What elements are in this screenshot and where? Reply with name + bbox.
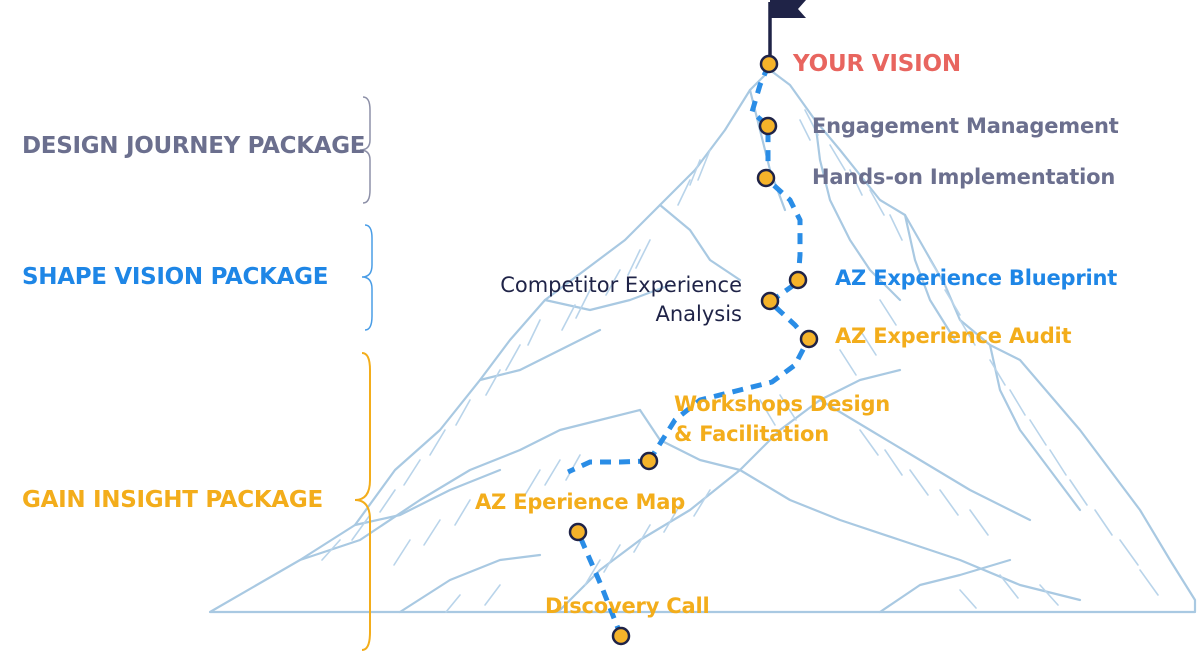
milestone-dot-icon bbox=[788, 270, 808, 290]
competitor-experience-analysis-label: Competitor Experience Analysis bbox=[490, 271, 742, 329]
discovery-call-label: Discovery Call bbox=[545, 594, 710, 618]
milestone-nodes bbox=[568, 54, 819, 646]
flag-icon bbox=[768, 0, 806, 60]
hands-on-implementation-label: Hands-on Implementation bbox=[812, 165, 1116, 189]
az-experience-audit-label: AZ Experience Audit bbox=[835, 324, 1072, 348]
milestone-dot-icon bbox=[799, 329, 819, 349]
curly-brace-icon bbox=[361, 224, 373, 331]
journey-path bbox=[566, 63, 812, 637]
competitor-line-2: Analysis bbox=[655, 302, 742, 326]
workshops-design-label: Workshops Design & Facilitation bbox=[674, 389, 890, 449]
az-experience-map-label: AZ Eperience Map bbox=[475, 490, 686, 514]
your-vision-label: YOUR VISION bbox=[793, 51, 961, 77]
workshops-line-2: & Facilitation bbox=[674, 422, 829, 446]
milestone-dot-icon bbox=[759, 54, 779, 74]
milestone-dot-icon bbox=[760, 291, 780, 311]
shape-vision-package-label: SHAPE VISION PACKAGE bbox=[22, 264, 329, 290]
gain-insight-package-label: GAIN INSIGHT PACKAGE bbox=[22, 487, 323, 513]
mountain-illustration bbox=[208, 68, 1197, 614]
milestone-dot-icon bbox=[568, 522, 588, 542]
az-experience-blueprint-label: AZ Experience Blueprint bbox=[835, 266, 1118, 290]
competitor-line-1: Competitor Experience bbox=[500, 273, 742, 297]
workshops-line-1: Workshops Design bbox=[674, 392, 891, 416]
milestone-dot-icon bbox=[611, 626, 631, 646]
mountain-hatching bbox=[321, 109, 1159, 613]
curly-brace-icon bbox=[359, 96, 371, 204]
curly-brace-icon bbox=[354, 352, 371, 651]
design-journey-package-label: DESIGN JOURNEY PACKAGE bbox=[22, 133, 366, 159]
milestone-dot-icon bbox=[639, 451, 659, 471]
milestone-dot-icon bbox=[756, 168, 776, 188]
engagement-management-label: Engagement Management bbox=[812, 114, 1119, 138]
milestone-dot-icon bbox=[758, 116, 778, 136]
